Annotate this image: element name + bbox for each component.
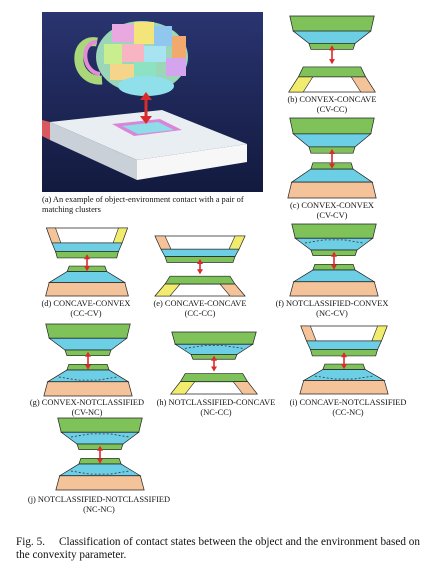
right-peach <box>232 381 258 395</box>
bottom-body <box>299 363 389 395</box>
green-band <box>289 15 375 32</box>
right-peach <box>219 283 246 297</box>
left-yellow <box>154 283 181 297</box>
bottom-body <box>170 373 258 395</box>
cyan-band <box>292 133 372 148</box>
bottom-body <box>45 265 129 297</box>
panel-i-glyph <box>299 325 389 395</box>
contact-face <box>164 275 236 285</box>
top-body <box>289 117 375 154</box>
cyan-band <box>160 248 240 257</box>
dashed-edge <box>58 376 118 381</box>
arrow-head-down <box>84 266 90 272</box>
panel-a-caption: (a) An example of object-environment con… <box>42 195 244 214</box>
panel-e-caption: (e) CONCAVE-CONCAVE(CC-CC) <box>153 299 247 318</box>
top-body <box>154 235 246 263</box>
bottom-body <box>55 457 145 491</box>
bottom-body <box>287 162 377 199</box>
panel-b-caption: (b) CONVEX-CONCAVE(CV-CC) <box>287 95 377 114</box>
top-body <box>300 325 388 357</box>
top-body <box>291 223 377 257</box>
cyan-band <box>51 242 123 252</box>
panel-c-caption: (c) CONVEX-CONVEX(CV-CV) <box>290 201 374 220</box>
arrow-head-down <box>197 269 203 275</box>
arrow-head-up <box>84 254 90 260</box>
peach-band <box>299 380 389 395</box>
green-band <box>171 331 257 345</box>
arrow-head-down <box>341 364 347 370</box>
peach-band <box>45 282 129 297</box>
panel-d-glyph <box>45 227 129 297</box>
panel-e-glyph <box>154 235 246 297</box>
arrow-head-up <box>329 149 335 154</box>
cyan-band <box>306 340 382 350</box>
panel-b-glyph <box>288 15 376 93</box>
panel-h-glyph <box>170 331 258 395</box>
green-band <box>57 417 143 433</box>
arrow-head-up <box>85 351 91 357</box>
green-band <box>291 223 377 239</box>
top-body <box>171 331 257 360</box>
peach-band <box>55 475 145 491</box>
contact-face <box>179 373 249 383</box>
arrow-head-down <box>97 458 103 464</box>
panel-g-glyph <box>43 323 133 397</box>
peach-band <box>43 381 133 397</box>
panel-g-caption: (g) CONVEX-NOTCLASSIFIED(CV-NC) <box>29 398 145 417</box>
dashed-edge <box>314 375 374 380</box>
panel-h-caption: (h) NOTCLASSIFIED-CONCAVE(NC-CC) <box>156 398 276 417</box>
peach-band <box>289 281 379 297</box>
panel-i-caption: (i) CONCAVE-NOTCLASSIFIED(CC-NC) <box>289 398 407 417</box>
panel-j-glyph <box>55 417 145 491</box>
panel-j-caption: (j) NOTCLASSIFIED-NOTCLASSIFIED(NC-NC) <box>27 495 171 514</box>
top-body <box>45 323 131 357</box>
top-body <box>57 417 143 451</box>
peach-band <box>287 181 377 199</box>
right-peach <box>350 76 376 93</box>
arrow-head-up <box>331 251 337 257</box>
cyan-band <box>292 30 372 44</box>
arrow-head-down <box>211 366 217 372</box>
figure-label: Fig. 5. <box>16 536 45 548</box>
cyan-band <box>292 269 376 283</box>
dashed-edge <box>304 239 364 244</box>
figure-caption: Fig. 5.Classification of contact states … <box>16 536 420 562</box>
left-yellow <box>288 76 314 93</box>
green-band <box>45 323 131 339</box>
arrow-head-down <box>329 163 335 169</box>
dashed-edge <box>70 433 130 438</box>
arrow-head-up <box>197 259 203 264</box>
arrow-head-up <box>211 355 217 361</box>
panel-a-render <box>42 12 263 192</box>
panel-f-glyph <box>289 223 379 297</box>
arrow-head-down <box>329 59 335 65</box>
panel-d-caption: (d) CONCAVE-CONVEX(CC-CV) <box>41 299 131 318</box>
bottom-body <box>288 66 376 93</box>
cyan-band <box>47 271 127 283</box>
dashed-edge <box>70 470 130 475</box>
cyan-band <box>48 337 128 351</box>
bottom-body <box>43 363 133 397</box>
arrow-head-up <box>329 45 335 51</box>
panel-c-glyph <box>287 117 377 199</box>
panel-f-caption: (f) NOTCLASSIFIED-CONVEX(NC-CV) <box>275 299 389 318</box>
top-body <box>289 15 375 50</box>
green-band <box>289 117 375 135</box>
arrow-head-up <box>97 445 103 451</box>
arrow-head-down <box>331 264 337 270</box>
contact-face <box>297 66 367 78</box>
dashed-edge <box>184 345 244 349</box>
figure-text: Classification of contact states between… <box>16 536 420 561</box>
cyan-band <box>290 168 374 183</box>
bottom-body <box>154 275 246 297</box>
arrow-head-up <box>341 352 347 358</box>
left-yellow <box>170 381 196 395</box>
top-body <box>46 227 128 259</box>
arrow-head-down <box>85 364 91 370</box>
